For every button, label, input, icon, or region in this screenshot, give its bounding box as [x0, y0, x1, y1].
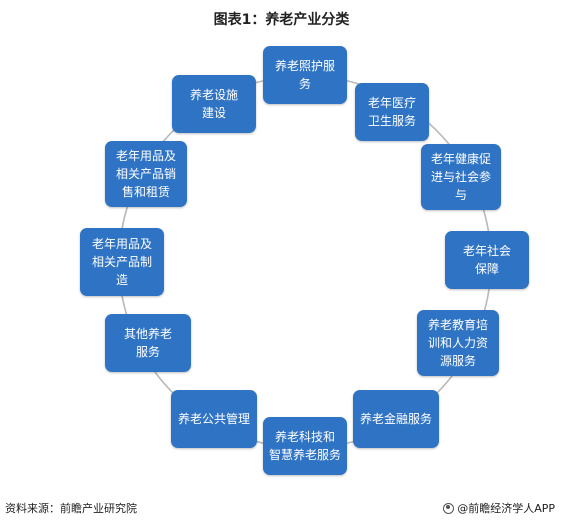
category-node-4: 老年社会保障 [445, 231, 529, 289]
category-node-7: 养老科技和智慧养老服务 [263, 417, 347, 475]
category-node-11: 老年用品及相关产品销售和租赁 [105, 141, 187, 207]
category-node-6: 养老金融服务 [353, 390, 439, 448]
category-node-3: 老年健康促进与社会参与 [421, 144, 501, 210]
category-node-12: 养老设施建设 [172, 75, 256, 133]
category-node-8: 养老公共管理 [171, 390, 257, 448]
category-node-9: 其他养老服务 [105, 314, 191, 372]
category-node-1: 养老照护服务 [263, 46, 347, 104]
brand-credit: @前瞻经济学人APP [443, 500, 555, 516]
brand-label: @前瞻经济学人APP [457, 502, 555, 515]
brand-logo-icon [443, 502, 455, 514]
category-node-2: 老年医疗卫生服务 [355, 83, 429, 141]
category-node-10: 老年用品及相关产品制造 [80, 228, 164, 296]
source-note: 资料来源：前瞻产业研究院 [5, 502, 137, 515]
category-node-5: 养老教育培训和人力资源服务 [417, 310, 499, 376]
diagram-title: 图表1：养老产业分类 [213, 12, 350, 28]
